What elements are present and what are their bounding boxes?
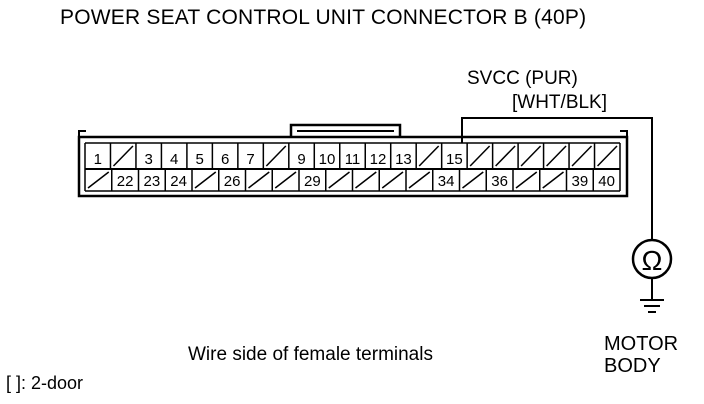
top-row-empty-cavity — [112, 145, 134, 167]
connector-right-ear — [620, 130, 628, 137]
bottom-row-empty-cavity — [381, 171, 404, 189]
top-row-terminal-number: 4 — [170, 151, 178, 168]
wire-label-alt: [WHT/BLK] — [512, 92, 608, 113]
connector-latch — [289, 123, 402, 137]
bottom-row-terminal-number: 40 — [598, 173, 615, 190]
bottom-row-empty-cavity — [542, 171, 564, 189]
top-row-terminal-number: 11 — [345, 151, 361, 168]
top-row-terminal-number: 9 — [297, 151, 305, 168]
bottom-row-empty-cavity — [274, 171, 297, 189]
connector-caption: Wire side of female terminals — [188, 344, 433, 365]
top-row-empty-cavity — [469, 145, 491, 167]
ohm-icon: Ω — [642, 245, 663, 276]
bottom-row-empty-cavity — [328, 171, 350, 189]
top-row-terminal-number: 7 — [246, 151, 254, 168]
top-row-empty-cavity — [495, 145, 516, 167]
top-row-terminal-number: 6 — [221, 151, 229, 168]
probe-wire — [461, 117, 653, 240]
diagram-title: POWER SEAT CONTROL UNIT CONNECTOR B (40P… — [60, 6, 587, 29]
top-row-terminal-number: 13 — [395, 151, 412, 168]
top-row-terminal-number: 10 — [319, 151, 336, 168]
bottom-row-terminal-number: 23 — [144, 173, 161, 190]
connector-housing — [77, 135, 629, 198]
top-row-empty-cavity — [418, 145, 440, 167]
top-row-terminal-number: 1 — [94, 151, 102, 168]
legend-note: [ ]: 2-door — [6, 373, 84, 393]
ground-label-line1: MOTOR — [604, 333, 679, 355]
bottom-row-empty-cavity — [515, 171, 538, 189]
ground-icon — [640, 299, 664, 313]
bottom-row-terminal-number: 39 — [572, 173, 589, 190]
bottom-row-empty-cavity — [355, 171, 377, 189]
wire-label: SVCC (PUR) — [467, 68, 578, 89]
top-row-empty-cavity — [265, 145, 287, 167]
top-row-empty-cavity — [596, 145, 618, 167]
bottom-row-empty-cavity — [462, 171, 484, 189]
bottom-row-terminal-number: 29 — [304, 173, 321, 190]
bottom-row-terminal-number: 26 — [224, 173, 241, 190]
connector-left-ear — [78, 130, 86, 137]
top-row-terminal-number: 3 — [145, 151, 153, 168]
top-row-empty-cavity — [571, 145, 593, 167]
top-row-terminal-number: 15 — [446, 151, 463, 168]
top-row-empty-cavity — [520, 145, 542, 167]
bottom-row-terminal-number: 36 — [491, 173, 508, 190]
top-row-empty-cavity — [546, 145, 567, 167]
bottom-row-terminal-number: 34 — [438, 173, 455, 190]
top-row-terminal-number: 5 — [195, 151, 203, 168]
ground-label-line2: BODY — [604, 355, 661, 377]
bottom-row-empty-cavity — [408, 171, 431, 189]
bottom-row-empty-cavity — [194, 171, 217, 189]
bottom-row-empty-cavity — [248, 171, 270, 189]
bottom-row-cells: 22 23 24 26 29 34 36 39 40 — [87, 169, 615, 191]
top-row-terminal-number: 12 — [370, 151, 387, 168]
bottom-row-terminal-number: 24 — [170, 173, 187, 190]
bottom-row-empty-cavity — [87, 171, 110, 189]
bottom-row-terminal-number: 22 — [117, 173, 134, 190]
